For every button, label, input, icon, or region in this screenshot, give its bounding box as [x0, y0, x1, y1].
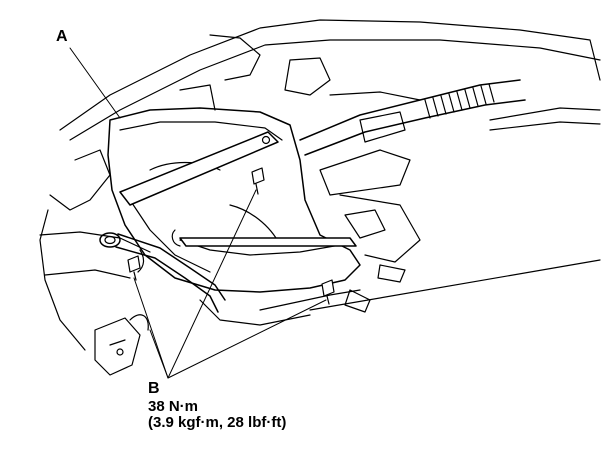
torque-spec-nm: 38 N·m: [148, 398, 199, 415]
torque-spec-alt-units: (3.9 kgf·m, 28 lbf·ft): [148, 414, 287, 431]
leader-line-a: [69, 47, 121, 119]
bolt-b-upper: [251, 167, 265, 195]
exhaust-system: [299, 79, 601, 196]
bolts-b: [127, 167, 335, 305]
lower-left-bracket: [94, 314, 149, 376]
callout-b: B: [148, 380, 160, 397]
leader-lines-b: [133, 189, 327, 379]
tank-strap-upper: [119, 131, 279, 206]
strap-bolt-hole: [261, 135, 271, 145]
flex-joint-bellows: [424, 83, 495, 119]
body-floor-pan: [39, 19, 601, 351]
tank-strap-lower: [171, 229, 357, 247]
bolt-b-right: [321, 279, 335, 305]
fuel-tank: [107, 107, 361, 326]
rear-crossmember: [259, 194, 601, 313]
filler-pipe: [99, 232, 226, 313]
callout-a: A: [56, 28, 68, 45]
bolt-b-left: [127, 255, 141, 281]
